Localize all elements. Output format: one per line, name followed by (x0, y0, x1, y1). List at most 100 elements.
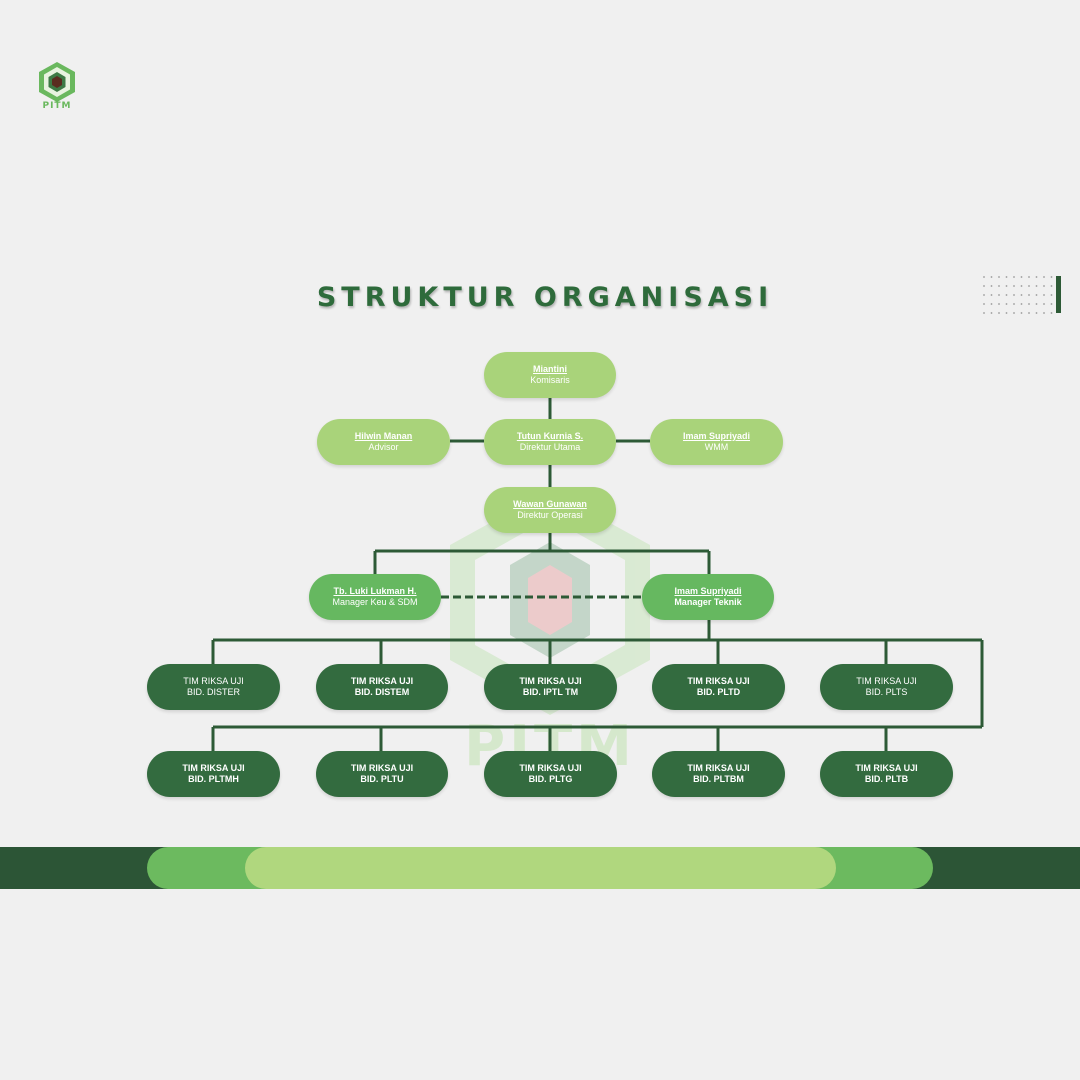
node-wmm: Imam Supriyadi WMM (650, 419, 783, 465)
decor-dot (1005, 276, 1008, 278)
decor-dot (1035, 294, 1038, 296)
team-line1: TIM RIKSA UJI (687, 676, 750, 686)
team-line2: BID. PLTMH (188, 774, 239, 784)
team-line1: TIM RIKSA UJI (687, 763, 750, 773)
side-accent-bar (1056, 276, 1061, 313)
decor-dot (1043, 312, 1045, 314)
team-line1: TIM RIKSA UJI (856, 676, 917, 686)
node-direktur-utama: Tutun Kurnia S. Direktur Utama (484, 419, 616, 465)
decor-dot (1050, 312, 1053, 314)
decor-dot (1020, 285, 1023, 287)
decor-dot (1020, 294, 1023, 296)
team-line2: BID. PLTS (865, 687, 908, 697)
decor-dot (983, 285, 985, 287)
logo-text: PITM (42, 101, 72, 111)
decor-dot (1020, 312, 1023, 314)
team-line2: BID. PLTBM (693, 774, 744, 784)
team-line1: TIM RIKSA UJI (182, 763, 245, 773)
decor-dot (1050, 276, 1053, 278)
decor-dot (990, 294, 993, 296)
node-manager-teknik: Imam Supriyadi Manager Teknik (642, 574, 774, 620)
node-role: Manager Teknik (674, 597, 742, 607)
node-advisor: Hilwin Manan Advisor (317, 419, 450, 465)
decor-dot (1035, 303, 1038, 305)
node-role: WMM (704, 442, 729, 452)
node-role: Direktur Utama (519, 442, 581, 452)
team-node-pltbm: TIM RIKSA UJI BID. PLTBM (652, 751, 785, 797)
decor-dot (983, 312, 985, 314)
team-node-plts: TIM RIKSA UJI BID. PLTS (820, 664, 953, 710)
team-node-pltu: TIM RIKSA UJI BID. PLTU (316, 751, 448, 797)
decor-dot (1028, 294, 1030, 296)
team-line1: TIM RIKSA UJI (183, 676, 244, 686)
team-line2: BID. PLTG (528, 774, 573, 784)
decor-dot (1013, 312, 1015, 314)
decor-dot (1043, 285, 1045, 287)
decor-dot (1043, 303, 1045, 305)
team-line2: BID. DISTEM (354, 687, 410, 697)
decor-dot (1028, 285, 1030, 287)
decor-dot (1043, 294, 1045, 296)
decor-dot (998, 312, 1000, 314)
team-line1: TIM RIKSA UJI (855, 763, 918, 773)
decor-dot (1013, 285, 1015, 287)
decor-dot (998, 294, 1000, 296)
decor-dot (1005, 312, 1008, 314)
node-manager-keu-sdm: Tb. Luki Lukman H. Manager Keu & SDM (309, 574, 441, 620)
decor-dot (1028, 303, 1030, 305)
decor-dot (1035, 276, 1038, 278)
team-node-distem: TIM RIKSA UJI BID. DISTEM (316, 664, 448, 710)
team-line1: TIM RIKSA UJI (519, 676, 582, 686)
page-title: STRUKTUR ORGANISASI (316, 282, 774, 313)
decor-dot (1035, 312, 1038, 314)
decor-dot (983, 294, 985, 296)
decor-dot (990, 312, 993, 314)
node-name: Hilwin Manan (354, 431, 413, 441)
team-line1: TIM RIKSA UJI (519, 763, 582, 773)
team-line2: BID. PLTB (864, 774, 909, 784)
team-line2: BID. PLTU (360, 774, 404, 784)
node-role: Direktur Operasi (517, 510, 583, 520)
decor-dot (990, 276, 993, 278)
decor-dot (1050, 303, 1053, 305)
team-line1: TIM RIKSA UJI (350, 676, 414, 686)
node-role: Komisaris (530, 375, 570, 385)
decor-dot (983, 276, 985, 278)
node-role: Advisor (368, 442, 399, 452)
node-komisaris: Miantini Komisaris (484, 352, 616, 398)
node-name: Imam Supriyadi (682, 431, 751, 441)
decor-dot (1020, 303, 1023, 305)
node-name: Miantini (533, 364, 567, 374)
team-node-pltmh: TIM RIKSA UJI BID. PLTMH (147, 751, 280, 797)
decor-dot (990, 303, 993, 305)
decor-dot (998, 285, 1000, 287)
decor-dot (1050, 285, 1053, 287)
team-node-pltd: TIM RIKSA UJI BID. PLTD (652, 664, 785, 710)
decor-dot (998, 276, 1000, 278)
footer-band-inner-pill (245, 847, 836, 889)
decor-dot (983, 303, 985, 305)
decor-dot (1028, 312, 1030, 314)
team-node-dister: TIM RIKSA UJI BID. DISTER (147, 664, 280, 710)
node-name: Tutun Kurnia S. (516, 431, 584, 441)
team-line1: TIM RIKSA UJI (350, 763, 414, 773)
decor-dot (1005, 285, 1008, 287)
decor-dot (1050, 294, 1053, 296)
decor-dot (1020, 276, 1023, 278)
decor-dot (1043, 276, 1045, 278)
node-direktur-operasi: Wawan Gunawan Direktur Operasi (484, 487, 616, 533)
decor-dot (1005, 294, 1008, 296)
team-line2: BID. IPTL TM (522, 687, 579, 697)
team-line2: BID. DISTER (186, 687, 240, 697)
node-name: Imam Supriyadi (674, 586, 742, 596)
node-name: Tb. Luki Lukman H. (333, 586, 417, 596)
decor-dot (1013, 276, 1015, 278)
decor-dot (1028, 276, 1030, 278)
team-node-iptl-tm: TIM RIKSA UJI BID. IPTL TM (484, 664, 617, 710)
dot-grid-decoration (983, 276, 1053, 314)
decor-dot (1035, 285, 1038, 287)
team-node-pltb: TIM RIKSA UJI BID. PLTB (820, 751, 953, 797)
node-role: Manager Keu & SDM (332, 597, 418, 607)
pitm-logo (39, 62, 75, 102)
